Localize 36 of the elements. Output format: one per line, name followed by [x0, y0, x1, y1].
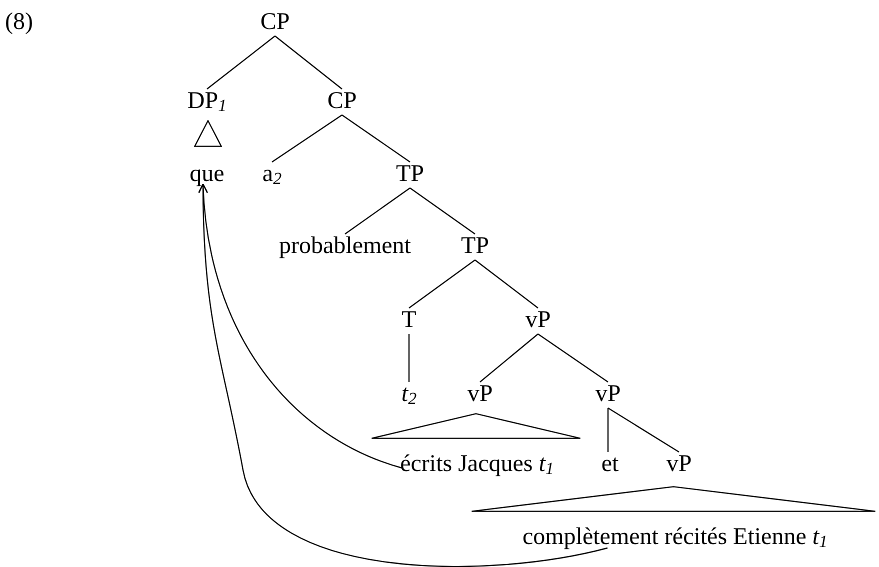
tree-branch — [410, 188, 476, 234]
example-number: (8) — [5, 9, 33, 35]
tree-node-label: complètement récités Etienne t$_{1}$ — [522, 524, 828, 550]
tree-node-label: t$_{2}$ — [401, 381, 417, 407]
tree-node-label: écrits Jacques t$_{1}$ — [400, 451, 554, 477]
triangle-roof — [371, 413, 581, 439]
tree-node-label: CP — [260, 9, 290, 35]
tree-branch — [538, 334, 608, 382]
tree-node-label: que — [190, 161, 224, 187]
tree-branch — [480, 334, 538, 382]
tree-branch — [607, 408, 609, 452]
tree-branch — [342, 114, 410, 162]
tree-branch — [608, 407, 680, 453]
tree-node-label: a$_{2}$ — [262, 161, 282, 187]
tree-branch — [474, 260, 538, 308]
tree-node-label: vP — [467, 381, 493, 407]
tree-node-label: et — [601, 451, 619, 477]
tree-node-label: TP — [396, 161, 424, 187]
tree-node-label: vP — [595, 381, 621, 407]
tree-node-label: vP — [666, 451, 692, 477]
tree-node-label: CP — [327, 88, 357, 114]
tree-node-label: T — [402, 307, 416, 333]
tree-branch — [206, 36, 276, 90]
triangle-roof — [194, 120, 222, 147]
triangle-roof — [471, 486, 876, 512]
tree-node-label: vP — [525, 307, 551, 333]
tree-node-label: TP — [461, 233, 489, 259]
tree-branch — [272, 114, 342, 162]
tree-branch — [344, 188, 410, 234]
tree-branch — [408, 334, 410, 382]
tree-branch — [274, 36, 342, 90]
movement-arrow — [198, 184, 402, 469]
movement-arrow — [198, 184, 608, 567]
tree-node-label: DP$_{1}$ — [187, 88, 227, 114]
tree-node-label: probablement — [279, 233, 411, 259]
tree-branch — [408, 260, 476, 308]
